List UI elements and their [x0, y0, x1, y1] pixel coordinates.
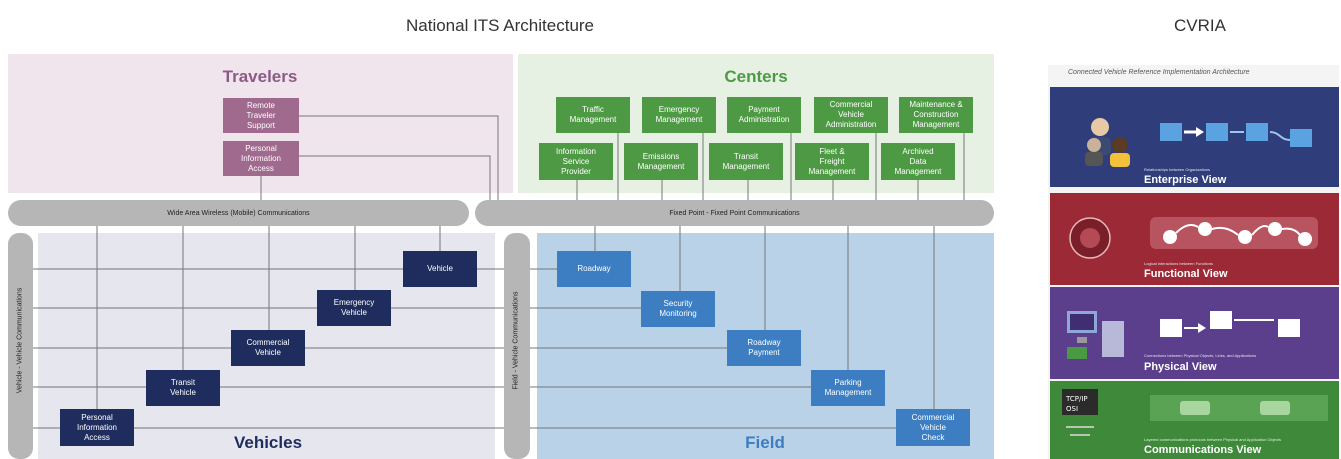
roadway-payment-node[interactable]: Roadway Payment — [727, 330, 801, 366]
f2v-bus — [504, 233, 530, 459]
emissions-management-node[interactable]: Emissions Management — [624, 143, 698, 180]
cvria-header: CVRIA — [1174, 16, 1226, 35]
communications-diagram-icon — [1150, 395, 1330, 430]
v2v-bus — [8, 233, 33, 459]
seal-icon — [1060, 213, 1120, 268]
commercial-vehicle-check-node[interactable]: Commercial Vehicle Check — [896, 409, 970, 446]
maintenance-construction-node[interactable]: Maintenance & Construction Management — [899, 97, 973, 133]
transit-management-node[interactable]: Transit Management — [709, 143, 783, 180]
emergency-management-node[interactable]: Emergency Management — [642, 97, 716, 133]
archived-data-management-node[interactable]: Archived Data Management — [881, 143, 955, 180]
parking-management-node[interactable]: Parking Management — [811, 370, 885, 406]
emergency-vehicle-node[interactable]: Emergency Vehicle — [317, 290, 391, 326]
vehicles-title: Vehicles — [233, 433, 303, 452]
wide-area-bus: Wide Area Wireless (Mobile) Communicatio… — [8, 200, 469, 226]
svg-text:TCP/IP: TCP/IP — [1065, 395, 1088, 403]
field-title: Field — [745, 433, 785, 452]
vehicle-node[interactable]: Vehicle — [403, 251, 477, 287]
physical-diagram-icon — [1160, 309, 1320, 349]
protocol-stack-icon: TCP/IP OSI — [1062, 387, 1112, 452]
physical-view-layer: Connections between Physical Objects, Li… — [1050, 287, 1339, 379]
information-service-provider-node[interactable]: Information Service Provider — [539, 143, 613, 180]
cvria-panel: Connected Vehicle Reference Implementati… — [1048, 65, 1339, 459]
enterprise-view-layer: Relationships between Organizations Ente… — [1050, 87, 1339, 187]
traffic-management-node[interactable]: Traffic Management — [556, 97, 630, 133]
enterprise-view-label: Enterprise View — [1144, 174, 1227, 186]
fixed-point-bus: Fixed Point - Fixed Point Communications — [475, 200, 994, 226]
security-monitoring-node[interactable]: Security Monitoring — [641, 291, 715, 327]
cvria-title: Connected Vehicle Reference Implementati… — [1068, 69, 1250, 76]
commercial-vehicle-node[interactable]: Commercial Vehicle — [231, 330, 305, 366]
fleet-freight-management-node[interactable]: Fleet & Freight Management — [795, 143, 869, 180]
transit-vehicle-node[interactable]: Transit Vehicle — [146, 370, 220, 406]
vehicle-personal-information-access-node[interactable]: Personal Information Access — [60, 409, 134, 446]
roadway-node[interactable]: Roadway — [557, 251, 631, 287]
enterprise-diagram-icon — [1160, 119, 1320, 154]
enterprise-caption: Relationships between Organizations — [1144, 167, 1211, 172]
functional-caption: Logical interactions between Functions — [1144, 261, 1213, 266]
payment-administration-node[interactable]: Payment Administration — [727, 97, 801, 133]
f2v-label: Field - Vehicle Communications — [512, 291, 520, 390]
computer-icon — [1062, 307, 1132, 367]
svg-text:OSI: OSI — [1066, 405, 1078, 413]
communications-view-label: Communications View — [1144, 444, 1262, 456]
personal-information-access-node[interactable]: Personal Information Access — [223, 141, 299, 176]
physical-caption: Connections between Physical Objects, Li… — [1144, 353, 1257, 358]
functional-diagram-icon — [1150, 213, 1320, 258]
commercial-vehicle-administration-node[interactable]: Commercial Vehicle Administration — [814, 97, 888, 133]
travelers-title: Travelers — [222, 67, 298, 86]
functional-view-label: Functional View — [1144, 268, 1228, 280]
functional-view-layer: Logical interactions between Functions F… — [1050, 193, 1339, 285]
communications-caption: Layered communications protocols between… — [1144, 437, 1281, 442]
remote-traveler-support-node[interactable]: Remote Traveler Support — [223, 98, 299, 133]
communications-view-layer: TCP/IP OSI Layered communications protoco… — [1050, 381, 1339, 459]
v2v-label: Vehicle - Vehicle Communications — [16, 287, 24, 394]
nita-header: National ITS Architecture — [405, 16, 595, 35]
centers-title: Centers — [724, 67, 788, 86]
physical-view-label: Physical View — [1144, 361, 1217, 373]
people-icon — [1080, 115, 1140, 175]
